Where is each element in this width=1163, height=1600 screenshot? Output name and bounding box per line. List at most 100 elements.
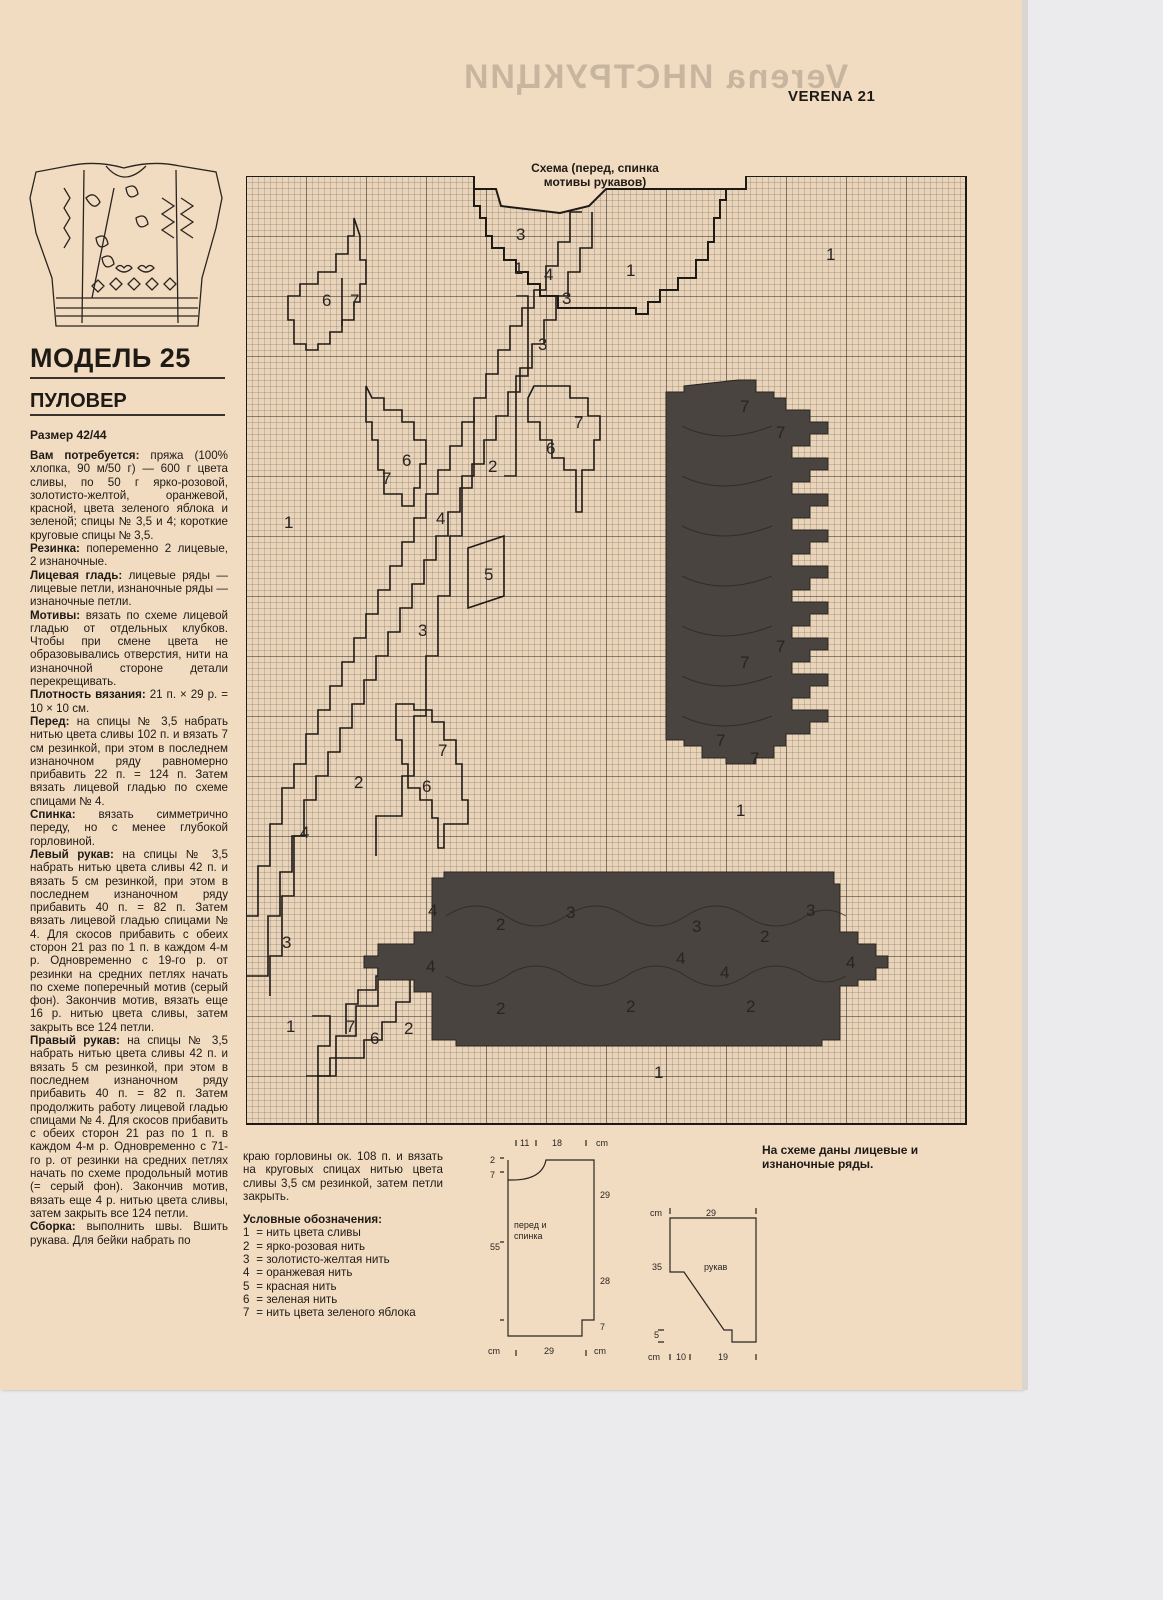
chart-color-number: 3 [566,903,575,922]
vertical-sleeve-motif [665,379,829,765]
legend-title: Условные обозначения: [243,1213,382,1227]
chart-color-number: 1 [654,1063,663,1082]
chart-color-number: 4 [428,901,437,920]
chart-color-number: 4 [720,963,729,982]
chart-color-number: 3 [562,289,571,308]
chart-color-number: 7 [382,469,391,488]
chart-color-number: 4 [846,953,855,972]
magazine-label: VERENA 21 [788,88,876,105]
chart-color-number: 7 [438,741,447,760]
legend-item: 5 = красная нить [243,1279,337,1293]
front-back-schematic: 11 18 cm 2 7 29 55 28 7 перед и спинка c… [488,1138,610,1356]
instruction-paragraph: Резинка: попеременно 2 лицевые, 2 изнано… [30,542,228,569]
chart-color-number: 4 [436,509,445,528]
chart-color-number: 3 [282,933,291,952]
instruction-paragraph: Спинка: вязать симметрично переду, но с … [30,808,228,848]
dim-label: 2 [490,1155,495,1165]
dim-label: cm [488,1346,500,1356]
chart-color-number: 1 [514,259,523,278]
chart-color-number: 1 [284,513,293,532]
chart-color-number: 1 [736,801,745,820]
chart-color-number: 6 [322,291,331,310]
chart-color-number: 2 [488,457,497,476]
instruction-paragraph: Мотивы: вязать по схеме лицевой гладью о… [30,608,228,689]
chart-color-number: 3 [538,335,547,354]
chart-color-number: 7 [716,731,725,750]
chart-color-number: 7 [574,413,583,432]
dim-label: cm [594,1346,606,1356]
chart-color-number: 4 [426,957,435,976]
legend-item: 1 = нить цвета сливы [243,1226,361,1240]
chart-color-number: 2 [746,997,755,1016]
title-rule [30,377,225,379]
subtitle-rule [30,414,225,416]
legend-item: 2 = ярко-розовая нить [243,1239,366,1253]
size-line: Размер 42/44 [30,428,107,442]
chart-color-number: 6 [422,777,431,796]
instruction-paragraph: Правый рукав: на спицы № 3,5 набрать нит… [30,1034,229,1220]
legend-item: 4 = оранжевая нить [243,1266,353,1280]
chart-color-number: 7 [740,653,749,672]
chart-color-number: 2 [496,999,505,1018]
sweater-sketch [29,162,223,327]
chart-color-number: 7 [750,749,759,768]
chart-color-number: 1 [626,261,635,280]
dim-label: 18 [552,1138,562,1148]
dim-label: cm [648,1352,660,1362]
legend-item: 7 = нить цвета зеленого яблока [243,1306,416,1320]
front-back-label: перед и спинка [514,1220,547,1241]
dim-label: 10 [676,1352,686,1362]
chart-color-number: 7 [740,397,749,416]
chart-color-number: 2 [626,997,635,1016]
dim-label: 29 [706,1208,716,1218]
legend-item: 6 = зеленая нить [243,1292,338,1306]
garment-title: ПУЛОВЕР [30,390,127,412]
chart-color-number: 2 [404,1019,413,1038]
leaf-motifs [287,217,601,1077]
dim-label: 19 [718,1352,728,1362]
dim-label: 7 [490,1170,495,1180]
sleeve-schematic: cm 29 35 5 рукав cm 10 19 [648,1208,757,1362]
instruction-paragraph: Вам потребуется: пряжа (100% хлопка, 90 … [30,449,228,542]
chart-color-number: 1 [826,245,835,264]
chart-title: Схема (перед, спинка мотивы рукавов) [531,161,659,189]
model-title: МОДЕЛЬ 25 [30,343,191,373]
dim-label: cm [596,1138,608,1148]
chart-color-number: 6 [370,1029,379,1048]
chart-color-number: 2 [354,773,363,792]
dim-label: 28 [600,1276,610,1286]
chart-color-number: 4 [676,949,685,968]
legend-item: 3 = золотисто-желтая нить [243,1253,390,1267]
chart-note: На схеме даны лицевые и изнаночные ряды. [762,1143,919,1171]
dim-label: 5 [654,1330,659,1340]
dim-label: 35 [652,1262,662,1272]
chart-color-number: 7 [776,423,785,442]
chart-color-number: 1 [286,1017,295,1036]
horizontal-sleeve-motif [363,871,889,1047]
instruction-paragraph: Сборка: выполнить швы. Вшить рукава. Для… [30,1220,228,1247]
chart-color-number: 2 [496,915,505,934]
chart-color-number: 5 [484,565,493,584]
chart-color-number: 6 [546,439,555,458]
chart-color-number: 3 [692,917,701,936]
chart-color-number: 3 [418,621,427,640]
dim-label: 29 [600,1190,610,1200]
dim-label: 29 [544,1346,554,1356]
dim-label: 11 [520,1138,529,1148]
dim-label: 55 [490,1242,500,1252]
instruction-paragraph: Перед: на спицы № 3,5 набрать нитью цвет… [30,714,228,808]
chart-color-number: 3 [516,225,525,244]
instructions-column: Вам потребуется: пряжа (100% хлопка, 90 … [30,449,228,1247]
dim-label: cm [650,1208,662,1218]
front-neckline [473,189,727,315]
page-edge [1022,0,1028,1390]
chart-color-number: 2 [760,927,769,946]
instruction-paragraph: Лицевая гладь: лицевые ряды — лицевые пе… [30,568,228,609]
chart-color-number: 4 [300,823,309,842]
chart-color-number: 6 [402,451,411,470]
continuation-column: краю горловины ок. 108 п. и вязать на кр… [243,1150,443,1320]
chart-color-number: 7 [350,291,359,310]
chart-color-number: 7 [346,1017,355,1036]
